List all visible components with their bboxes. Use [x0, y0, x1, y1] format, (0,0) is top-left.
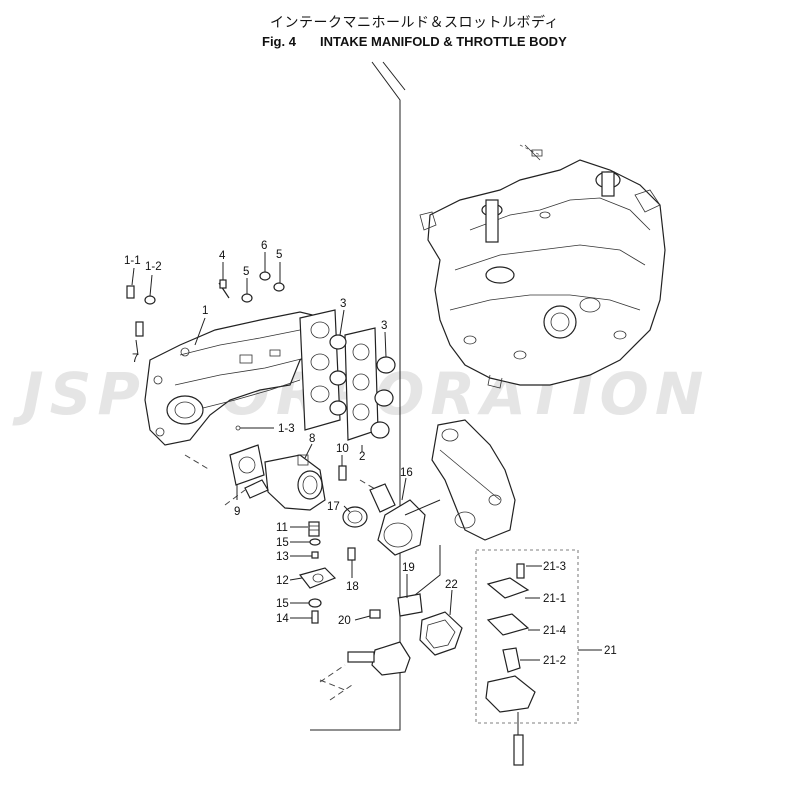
throttle-gasket — [229, 444, 265, 486]
callout-15a: 15 — [276, 537, 289, 549]
callout-17: 17 — [327, 501, 340, 513]
callout-20: 20 — [338, 615, 351, 627]
callout-10: 10 — [336, 443, 349, 455]
callout-3b: 3 — [381, 320, 387, 332]
callout-21-1: 21-1 — [543, 593, 566, 605]
sensor-connector — [319, 641, 411, 701]
callout-3a: 3 — [340, 298, 346, 310]
callout-11: 11 — [276, 522, 288, 534]
callout-8: 8 — [309, 433, 315, 445]
callout-19: 19 — [402, 562, 415, 574]
callout-13: 13 — [276, 551, 289, 563]
title-english: INTAKE MANIFOLD & THROTTLE BODY — [320, 34, 567, 49]
callout-2: 2 — [359, 451, 365, 463]
callout-1-1: 1-1 — [124, 255, 141, 267]
callout-5b: 5 — [276, 249, 282, 261]
mounting-bracket — [404, 419, 516, 596]
callout-6: 6 — [261, 240, 267, 252]
callout-22: 22 — [445, 579, 458, 591]
o-rings — [329, 334, 396, 439]
callout-9: 9 — [234, 506, 240, 518]
callout-18: 18 — [346, 581, 359, 593]
idle-components — [298, 521, 337, 624]
title-japanese: インテークマニホールド＆スロットルボディ — [270, 15, 560, 31]
callout-5a: 5 — [243, 266, 249, 278]
callout-1-2: 1-2 — [145, 261, 162, 273]
callout-1-3: 1-3 — [278, 423, 295, 435]
reference-frame — [310, 61, 541, 731]
callout-21: 21 — [604, 645, 617, 657]
figure-number: Fig. 4 — [262, 34, 296, 49]
callout-7: 7 — [132, 353, 138, 365]
kit-21-box — [475, 549, 602, 766]
engine-block — [419, 144, 666, 389]
callout-1: 1 — [202, 305, 208, 317]
throttle-body — [244, 454, 326, 511]
callout-labels: 1-1 1-2 1 1-3 2 3 3 4 5 5 6 7 8 9 10 11 … — [124, 240, 617, 667]
fasteners-upper — [126, 271, 347, 481]
manifold-gasket — [344, 327, 379, 441]
intake-manifold — [144, 309, 341, 446]
callout-4: 4 — [219, 250, 226, 262]
leader-lines — [131, 252, 542, 661]
callout-14: 14 — [276, 613, 289, 625]
callout-12: 12 — [276, 575, 289, 587]
callout-15b: 15 — [276, 598, 289, 610]
callout-16: 16 — [400, 467, 413, 479]
callout-21-3: 21-3 — [543, 561, 566, 573]
bracket-fittings — [369, 593, 463, 656]
callout-21-4: 21-4 — [543, 625, 567, 637]
intake-silencer — [342, 483, 426, 561]
assembly-guides — [184, 454, 386, 691]
callout-21-2: 21-2 — [543, 655, 566, 667]
